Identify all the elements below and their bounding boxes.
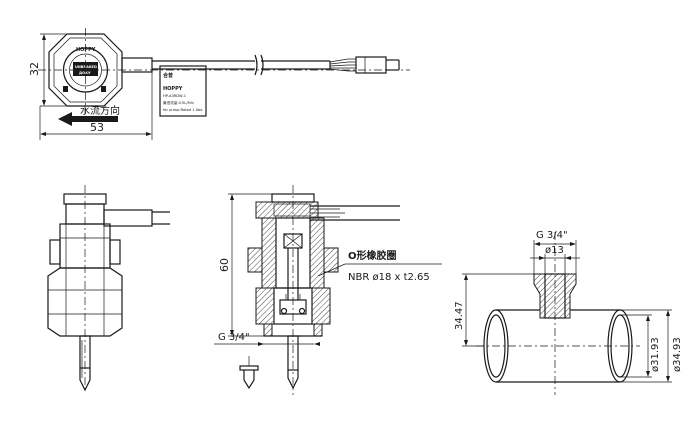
flow-direction-label: 水流方向 <box>80 104 120 117</box>
pipe-view: G 3/4" ø13 34.47 ø31.93 ø34.93 <box>454 230 683 395</box>
top-view: HOPPY UNBRAKED ДОКУ 合普 HOPPY HP-A3RDW-1 … <box>28 28 410 140</box>
body-mark-left <box>63 86 68 92</box>
tag-line2: 最低流量:0.5L/Min <box>163 100 194 105</box>
product-tag <box>159 65 207 117</box>
section-thread-label: G 3/4" <box>218 332 250 343</box>
body-label-plate <box>73 62 98 76</box>
pipe-dim-inner-dia: ø31.93 <box>650 337 661 372</box>
pipe-bore-label: ø13 <box>545 245 564 256</box>
top-dim-width: 53 <box>90 121 104 134</box>
oring-label: O形橡胶圈 <box>348 249 397 262</box>
side-view <box>47 185 170 392</box>
oring-spec: NBR ø18 x t2.65 <box>348 272 430 283</box>
body-mark-right <box>101 86 106 92</box>
flow-arrow-icon <box>58 112 118 126</box>
body-text-line1: UNBRAKED <box>75 65 97 69</box>
section-dim-height: 60 <box>218 258 231 272</box>
sensor-body-octagon <box>48 33 123 107</box>
section-view: 60 O形橡胶圈 NBR ø18 x t2.65 G 3/4" <box>214 185 442 395</box>
tag-brand: HOPPY <box>163 86 183 92</box>
top-dim-height: 32 <box>28 62 41 76</box>
sensor-body-inner-octagon <box>53 37 118 103</box>
cable-connector <box>355 56 387 74</box>
pipe-thread-label: G 3/4" <box>536 230 568 241</box>
tag-line3: for pump:Rated 1.0ba <box>163 108 203 112</box>
sensor-ring-inner <box>69 53 102 87</box>
pipe-dim-outer-dia: ø34.93 <box>672 337 683 372</box>
body-text-line2: ДОКУ <box>79 71 91 75</box>
tag-title: 合普 <box>162 72 173 79</box>
cable-gland <box>121 57 153 73</box>
ring-text: HOPPY <box>76 47 96 53</box>
tag-line1: HP-A3RDW-1 <box>163 94 186 98</box>
pipe-dim-height: 34.47 <box>454 301 465 330</box>
cable-wires <box>329 58 356 72</box>
cable-break <box>254 54 264 76</box>
